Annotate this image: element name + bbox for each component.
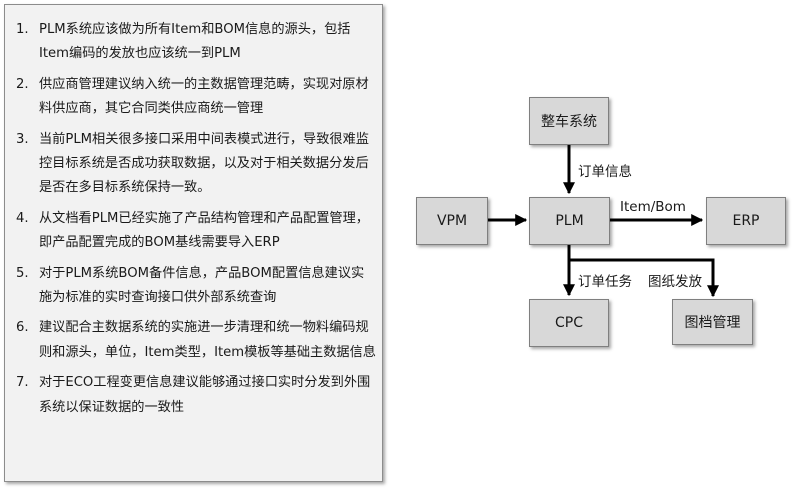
- node-plm: PLM: [529, 197, 610, 245]
- node-label: CPC: [555, 315, 583, 331]
- note-item: 7. 对于ECO工程变更信息建议能够通过接口实时分发到外围系统以保证数据的一致性: [16, 371, 376, 420]
- node-tudang-management: 图档管理: [672, 299, 753, 345]
- note-text: 供应商管理建议纳入统一的主数据管理范畴，实现对原材料供应商，其它合同类供应商统一…: [39, 76, 369, 117]
- edge-label-drawing-release: 图纸发放: [648, 274, 702, 290]
- note-item: 3. 当前PLM相关很多接口采用中间表模式进行，导致很难监控目标系统是否成功获取数…: [16, 128, 376, 201]
- note-text: 当前PLM相关很多接口采用中间表模式进行，导致很难监控目标系统是否成功获取数据，…: [39, 131, 369, 196]
- note-item: 5. 对于PLM系统BOM备件信息，产品BOM配置信息建议实施为标准的实时查询接口…: [16, 262, 376, 311]
- note-number: 7.: [16, 375, 29, 391]
- notes-panel: 1. PLM系统应该做为所有Item和BOM信息的源头，包括Item编码的发放也应…: [4, 4, 383, 482]
- node-zhengche-system: 整车系统: [529, 97, 609, 145]
- node-label: ERP: [732, 213, 760, 229]
- note-number: 6.: [16, 320, 29, 336]
- note-number: 1.: [16, 22, 29, 37]
- node-cpc: CPC: [529, 299, 609, 347]
- note-number: 3.: [16, 131, 29, 147]
- note-item: 6. 建议配合主数据系统的实施进一步清理和统一物料编码规则和源头，单位，Item类…: [16, 316, 376, 365]
- note-text: 对于ECO工程变更信息建议能够通过接口实时分发到外围系统以保证数据的一致性: [39, 375, 371, 415]
- note-number: 4.: [16, 210, 29, 226]
- note-text: PLM系统应该做为所有Item和BOM信息的源头，包括Item编码的发放也应该统…: [39, 22, 351, 62]
- node-label: 图档管理: [684, 315, 741, 331]
- edge-label-order-task: 订单任务: [578, 274, 632, 290]
- note-number: 5.: [16, 265, 29, 281]
- node-label: VPM: [436, 213, 468, 229]
- note-item: 1. PLM系统应该做为所有Item和BOM信息的源头，包括Item编码的发放也应…: [16, 18, 376, 67]
- note-item: 2. 供应商管理建议纳入统一的主数据管理范畴，实现对原材料供应商，其它合同类供应商…: [16, 73, 376, 122]
- edge-plm-tudang: [569, 258, 719, 298]
- edge-label-item-bom: Item/Bom: [620, 199, 686, 215]
- edge-label-order-info: 订单信息: [578, 164, 632, 180]
- node-vpm: VPM: [416, 197, 488, 245]
- note-text: 对于PLM系统BOM备件信息，产品BOM配置信息建议实施为标准的实时查询接口供外…: [39, 265, 365, 306]
- note-number: 2.: [16, 76, 29, 92]
- node-erp: ERP: [706, 197, 786, 245]
- note-text: 建议配合主数据系统的实施进一步清理和统一物料编码规则和源头，单位，Item类型，…: [39, 320, 376, 360]
- node-label: PLM: [555, 213, 584, 229]
- node-label: 整车系统: [541, 114, 597, 130]
- note-item: 4. 从文档看PLM已经实施了产品结构管理和产品配置管理，即产品配置完成的BOM基…: [16, 207, 376, 256]
- note-text: 从文档看PLM已经实施了产品结构管理和产品配置管理，即产品配置完成的BOM基线需…: [39, 210, 369, 251]
- notes-list: 1. PLM系统应该做为所有Item和BOM信息的源头，包括Item编码的发放也应…: [5, 5, 382, 420]
